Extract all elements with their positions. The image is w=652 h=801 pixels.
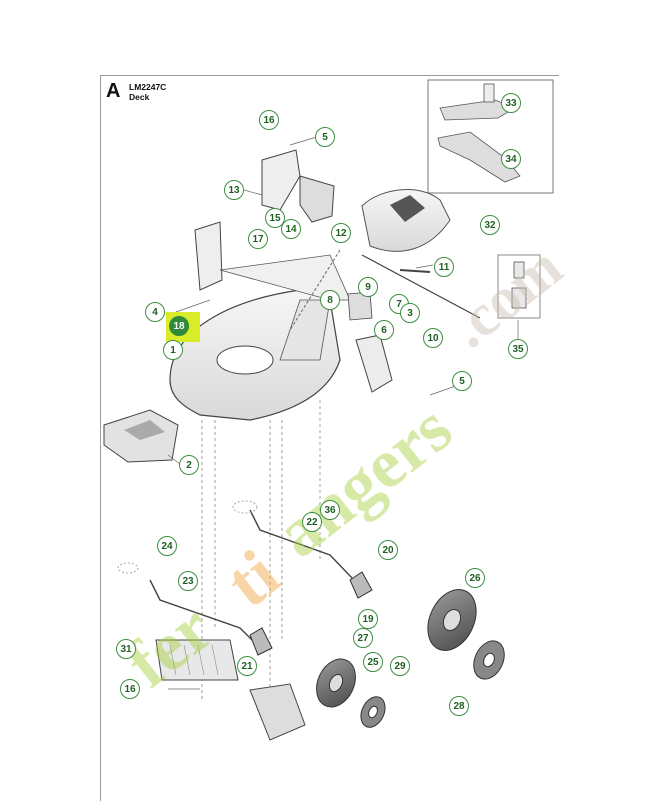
wheel-clip-part bbox=[349, 571, 373, 599]
callout-35[interactable]: 35 bbox=[508, 339, 528, 359]
model-subtitle: Deck bbox=[129, 92, 150, 102]
callout-25[interactable]: 25 bbox=[363, 652, 383, 672]
axle-leader-line bbox=[289, 249, 341, 331]
callout-29[interactable]: 29 bbox=[390, 656, 410, 676]
highlight-callout-18[interactable]: 18 bbox=[166, 312, 200, 342]
callout-17[interactable]: 17 bbox=[248, 229, 268, 249]
rear-bracket-part bbox=[299, 175, 335, 223]
mulch-plug-part bbox=[437, 83, 521, 183]
callout-5-side[interactable]: 5 bbox=[452, 371, 472, 391]
callout-20[interactable]: 20 bbox=[378, 540, 398, 560]
callout-23[interactable]: 23 bbox=[178, 571, 198, 591]
callout-19[interactable]: 19 bbox=[358, 609, 378, 629]
svg-text:angers: angers bbox=[262, 390, 466, 573]
callout-6[interactable]: 6 bbox=[374, 320, 394, 340]
callout-22[interactable]: 22 bbox=[302, 512, 322, 532]
front-bumper-grip bbox=[124, 420, 165, 440]
deck-motor-opening bbox=[216, 345, 274, 375]
inset-box-bolt bbox=[497, 254, 541, 319]
assembly-leader-lines bbox=[201, 400, 321, 700]
callout-21[interactable]: 21 bbox=[237, 656, 257, 676]
mulch-door-part bbox=[155, 639, 239, 681]
diagram-frame bbox=[100, 75, 559, 801]
callout-11[interactable]: 11 bbox=[434, 257, 454, 277]
callout-24[interactable]: 24 bbox=[157, 536, 177, 556]
callout-28[interactable]: 28 bbox=[449, 696, 469, 716]
height-lever-part bbox=[261, 149, 301, 211]
callout-9[interactable]: 9 bbox=[358, 277, 378, 297]
callout-15[interactable]: 15 bbox=[265, 208, 285, 228]
callout-36[interactable]: 36 bbox=[320, 500, 340, 520]
side-bracket-part bbox=[194, 221, 223, 291]
rear-axle-part bbox=[149, 579, 263, 651]
callout-4[interactable]: 4 bbox=[145, 302, 165, 322]
callout-32[interactable]: 32 bbox=[480, 215, 500, 235]
wheel-clip-part-rear bbox=[249, 627, 273, 656]
callout-16[interactable]: 16 bbox=[259, 110, 279, 130]
callout-16-lower[interactable]: 16 bbox=[120, 679, 140, 699]
callout-13[interactable]: 13 bbox=[224, 180, 244, 200]
rear-flap-handle bbox=[390, 195, 425, 222]
callout-34[interactable]: 34 bbox=[501, 149, 521, 169]
rear-axle-end-marker bbox=[117, 562, 139, 574]
section-letter: A bbox=[106, 80, 121, 102]
wheel-left-front bbox=[316, 658, 356, 708]
callout-2[interactable]: 2 bbox=[179, 455, 199, 475]
rear-guard-part bbox=[249, 683, 306, 741]
callout-5[interactable]: 5 bbox=[315, 127, 335, 147]
wheel-right-front bbox=[427, 589, 477, 651]
model-number: LM2247C bbox=[129, 82, 167, 92]
mulch-door-ribs bbox=[169, 644, 219, 676]
callout-33[interactable]: 33 bbox=[501, 93, 521, 113]
svg-text:ti: ti bbox=[212, 536, 293, 623]
callout-1[interactable]: 1 bbox=[163, 340, 183, 360]
inset-box-mulch bbox=[427, 79, 554, 194]
hubcap-left-front bbox=[360, 696, 386, 728]
callout-26[interactable]: 26 bbox=[465, 568, 485, 588]
callout-27[interactable]: 27 bbox=[353, 628, 373, 648]
callout-31[interactable]: 31 bbox=[116, 639, 136, 659]
callout-12[interactable]: 12 bbox=[331, 223, 351, 243]
hubcap-right-front bbox=[473, 640, 505, 680]
wheel-bolt-part bbox=[511, 261, 527, 309]
callout-3[interactable]: 3 bbox=[400, 303, 420, 323]
front-axle-part bbox=[249, 509, 353, 579]
callout-10[interactable]: 10 bbox=[423, 328, 443, 348]
model-title: LM2247C Deck bbox=[129, 82, 166, 102]
spring-part bbox=[399, 269, 431, 273]
svg-text:.com: .com bbox=[437, 233, 573, 360]
callout-14[interactable]: 14 bbox=[281, 219, 301, 239]
callout-8[interactable]: 8 bbox=[320, 290, 340, 310]
axle-end-marker bbox=[232, 500, 258, 514]
adjuster-plate-part bbox=[355, 334, 393, 393]
rod-part bbox=[361, 254, 481, 319]
callout-18[interactable]: 18 bbox=[169, 316, 189, 336]
